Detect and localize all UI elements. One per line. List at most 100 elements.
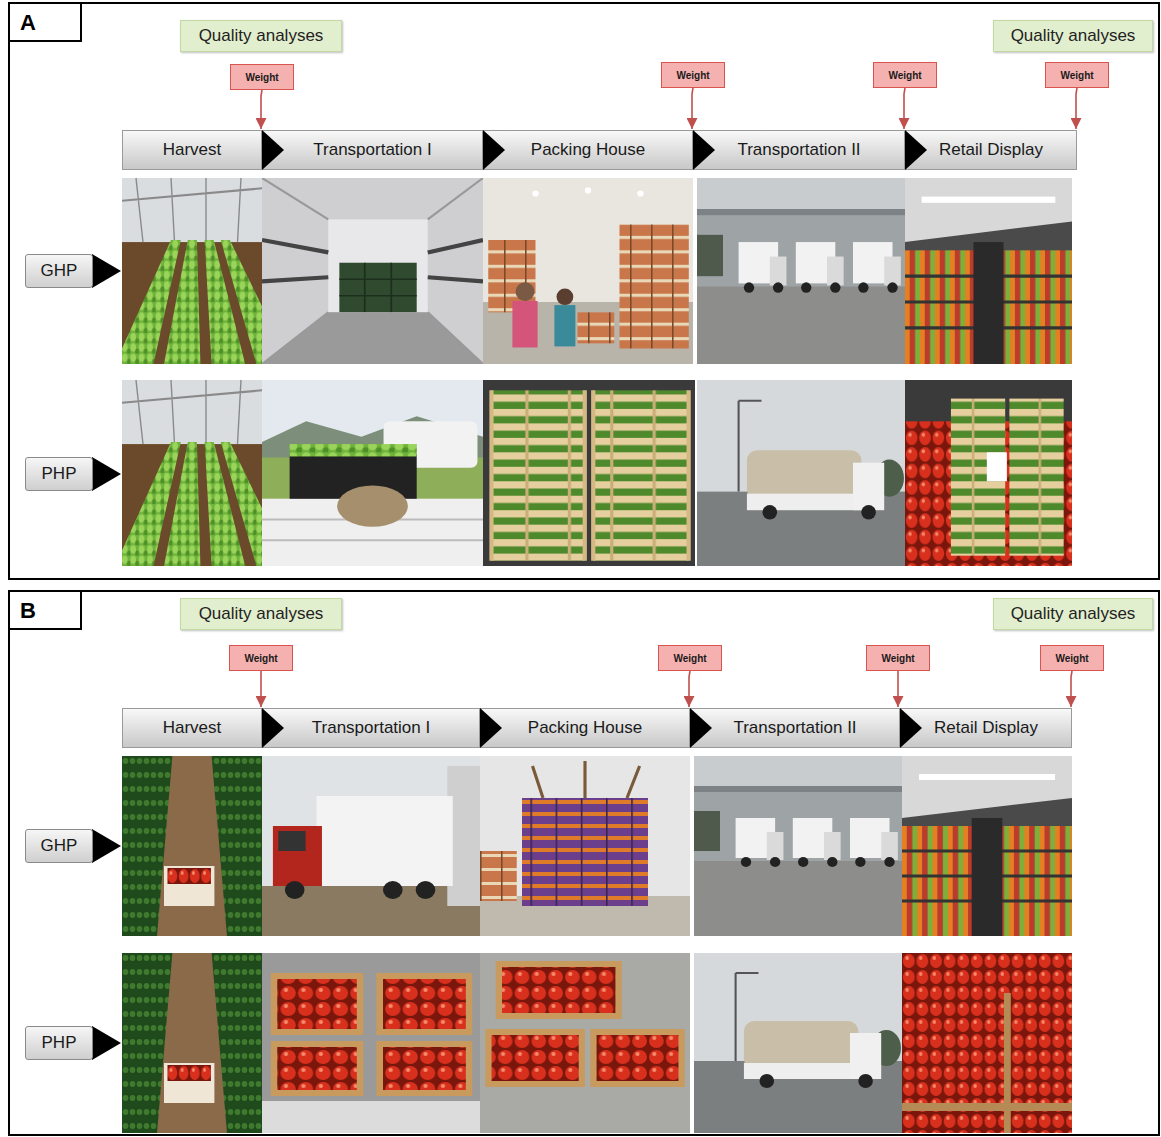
analysis-text: Quality analyses bbox=[1011, 26, 1136, 46]
photo bbox=[262, 756, 480, 936]
treatment-label: GHP bbox=[25, 829, 93, 863]
step-text: Packing House bbox=[531, 140, 645, 160]
weigh-point-arrow bbox=[1076, 88, 1077, 129]
weight-tag: Weight bbox=[230, 64, 294, 90]
process-step: Packing House bbox=[480, 708, 690, 748]
treatment-text: GHP bbox=[41, 836, 78, 856]
weight-tag: Weight bbox=[661, 62, 725, 88]
photo-row bbox=[122, 756, 1072, 936]
weight-text: Weight bbox=[888, 70, 921, 81]
analysis-text: Quality analyses bbox=[199, 26, 324, 46]
weight-text: Weight bbox=[676, 70, 709, 81]
photo bbox=[122, 953, 262, 1133]
weight-tag: Weight bbox=[873, 62, 937, 88]
analysis-label: Quality analyses bbox=[180, 20, 342, 52]
photo bbox=[262, 953, 480, 1133]
photo bbox=[902, 756, 1072, 936]
treatment-label: PHP bbox=[25, 457, 93, 491]
weight-tag: Weight bbox=[658, 645, 722, 671]
process-step: Harvest bbox=[122, 708, 262, 748]
treatment-text: GHP bbox=[41, 261, 78, 281]
weigh-point-arrow bbox=[261, 90, 262, 129]
process-step: Harvest bbox=[122, 130, 262, 170]
weight-tag: Weight bbox=[1045, 62, 1109, 88]
photo bbox=[697, 380, 905, 566]
treatment-label: PHP bbox=[25, 1026, 93, 1060]
flow-chevron bbox=[690, 708, 712, 748]
photo bbox=[480, 953, 690, 1133]
photo bbox=[122, 756, 262, 936]
row-pointer bbox=[92, 829, 121, 863]
photo bbox=[262, 178, 483, 364]
flow-chevron bbox=[483, 130, 505, 170]
photo bbox=[905, 178, 1072, 364]
photo bbox=[694, 756, 902, 936]
photo bbox=[902, 953, 1072, 1133]
analysis-text: Quality analyses bbox=[199, 604, 324, 624]
weight-text: Weight bbox=[1055, 653, 1088, 664]
treatment-label: GHP bbox=[25, 254, 93, 288]
step-text: Retail Display bbox=[939, 140, 1043, 160]
photo bbox=[483, 178, 693, 364]
step-text: Harvest bbox=[163, 140, 222, 160]
treatment-text: PHP bbox=[42, 464, 77, 484]
step-text: Retail Display bbox=[934, 718, 1038, 738]
photo bbox=[262, 380, 483, 566]
row-pointer bbox=[92, 457, 121, 491]
step-text: Harvest bbox=[163, 718, 222, 738]
weigh-point-arrow bbox=[1071, 671, 1072, 707]
row-pointer bbox=[92, 254, 121, 288]
weight-tag: Weight bbox=[866, 645, 930, 671]
weight-text: Weight bbox=[1060, 70, 1093, 81]
weight-tag: Weight bbox=[1040, 645, 1104, 671]
panel-letter: A bbox=[10, 4, 82, 42]
figure-panel: A Quality analyses Quality analysesWeight W… bbox=[8, 2, 1160, 580]
flow-chevron bbox=[693, 130, 715, 170]
process-step: Packing House bbox=[483, 130, 693, 170]
step-text: Transportation II bbox=[737, 140, 860, 160]
row-pointer bbox=[92, 254, 121, 1060]
weight-text: Weight bbox=[245, 72, 278, 83]
weight-text: Weight bbox=[881, 653, 914, 664]
weigh-point-arrow bbox=[692, 88, 693, 129]
photo bbox=[483, 380, 695, 566]
process-step: Transportation II bbox=[693, 130, 905, 170]
process-step: Retail Display bbox=[905, 130, 1077, 170]
flow-chevron bbox=[262, 708, 284, 748]
flow-chevron bbox=[905, 130, 927, 170]
flow-chevron bbox=[262, 130, 284, 170]
photo bbox=[480, 756, 690, 936]
process-step: Transportation I bbox=[262, 708, 480, 748]
photo bbox=[905, 380, 1072, 566]
analysis-text: Quality analyses bbox=[1011, 604, 1136, 624]
row-pointer bbox=[92, 1026, 121, 1060]
photo bbox=[697, 178, 905, 364]
photo-row bbox=[115, 380, 1072, 566]
analysis-label: Quality analyses bbox=[180, 598, 342, 630]
weight-tag: Weight bbox=[229, 645, 293, 671]
step-text: Packing House bbox=[528, 718, 642, 738]
weigh-point-arrow bbox=[689, 671, 690, 707]
step-text: Transportation I bbox=[313, 140, 431, 160]
weigh-point-arrow bbox=[904, 88, 905, 129]
process-step: Transportation I bbox=[262, 130, 483, 170]
process-step: Transportation II bbox=[690, 708, 900, 748]
step-text: Transportation I bbox=[312, 718, 430, 738]
weigh-point-arrow bbox=[897, 671, 899, 707]
panel-letter: B bbox=[10, 592, 82, 630]
photo bbox=[694, 953, 902, 1133]
weigh-point-arrow bbox=[260, 671, 262, 707]
weight-text: Weight bbox=[673, 653, 706, 664]
photo-row bbox=[115, 178, 1072, 364]
treatment-text: PHP bbox=[42, 1033, 77, 1053]
photo-row bbox=[122, 953, 1072, 1133]
figure-panel: B Quality analyses Quality analysesWeight W… bbox=[8, 590, 1160, 1136]
analysis-label: Quality analyses bbox=[993, 20, 1153, 52]
flow-chevron bbox=[480, 708, 502, 748]
analysis-label: Quality analyses bbox=[993, 598, 1153, 630]
process-step: Retail Display bbox=[900, 708, 1072, 748]
step-text: Transportation II bbox=[733, 718, 856, 738]
